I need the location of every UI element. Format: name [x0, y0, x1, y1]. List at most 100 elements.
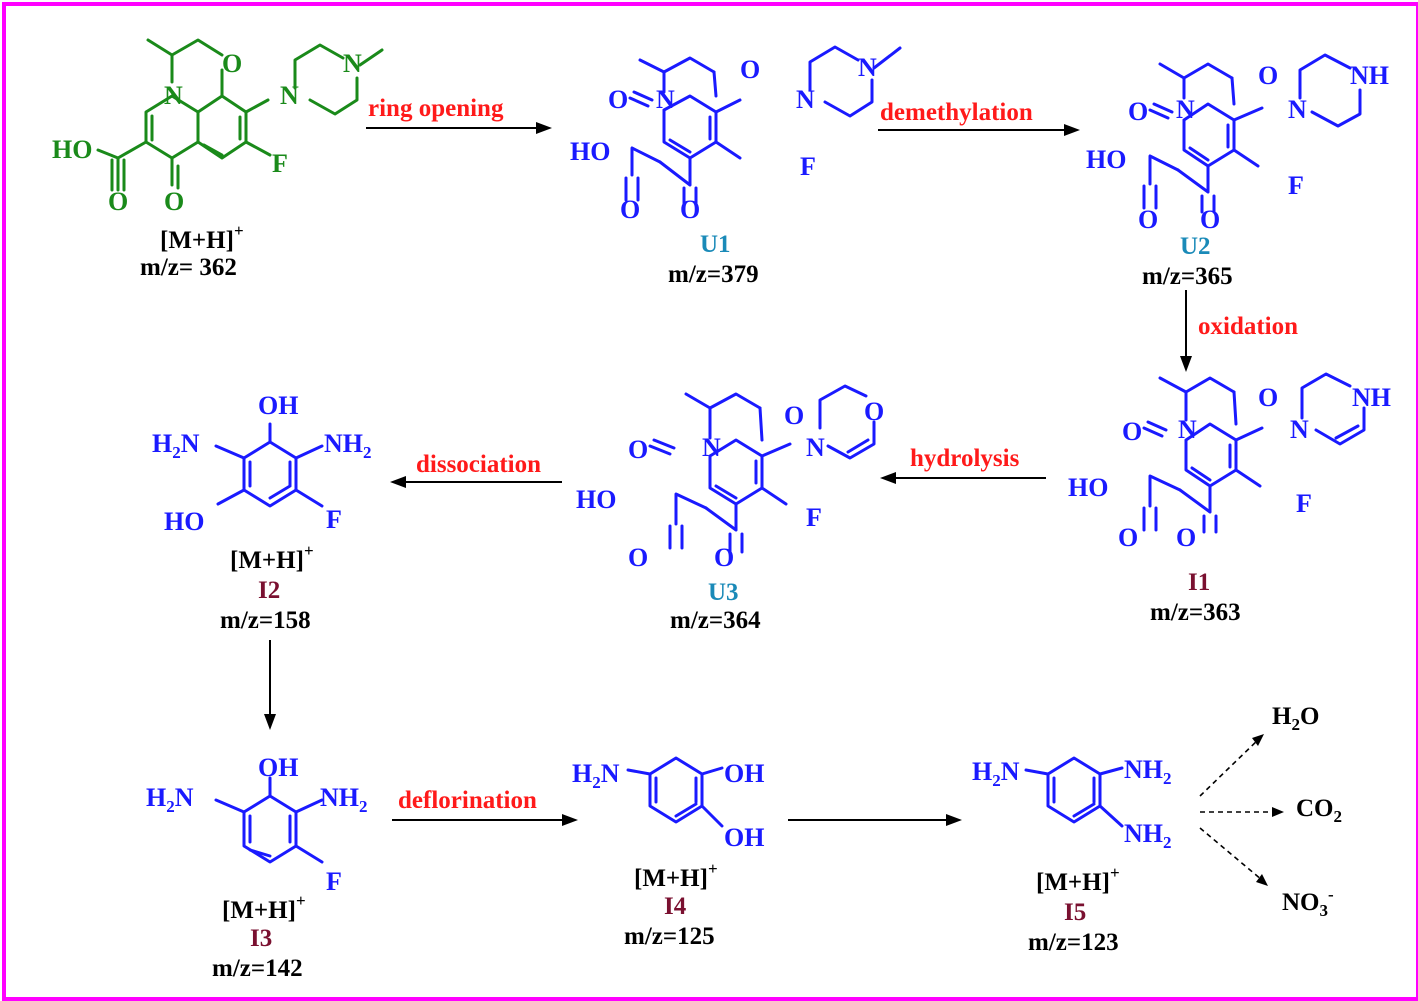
- product-co2: CO2: [1296, 795, 1342, 826]
- i1-structure: O N O N NH HO O O F: [1068, 372, 1391, 552]
- atom-n: N: [806, 433, 825, 462]
- atom-o: O: [608, 85, 628, 114]
- atom-nh2: NH2: [1124, 819, 1172, 852]
- atom-f: F: [1296, 489, 1312, 518]
- atom-n: N: [702, 433, 721, 462]
- compound-i1-label: I1: [1188, 569, 1210, 596]
- compound-u2-mz: m/z=365: [1142, 263, 1233, 290]
- atom-ho: HO: [576, 485, 616, 514]
- compound-u1-label: U1: [700, 231, 731, 258]
- i5-ion: [M+H]+: [1036, 863, 1120, 896]
- arrowhead: [1064, 124, 1080, 136]
- reaction-demethylation: demethylation: [880, 99, 1033, 126]
- compound-u3-mz: m/z=364: [670, 607, 761, 634]
- compound-i2-mz: m/z=158: [220, 607, 311, 634]
- atom-nh: NH: [1352, 383, 1391, 412]
- arrowhead: [880, 472, 896, 484]
- atom-o: O: [628, 435, 648, 464]
- atom-o: O: [628, 543, 648, 572]
- compound-i5-mz: m/z=123: [1028, 929, 1119, 956]
- i2-structure: OH H2N NH2 HO F: [152, 391, 372, 536]
- compound-u1-mz: m/z=379: [668, 261, 759, 288]
- atom-n: N: [858, 53, 877, 82]
- arrowhead: [1252, 734, 1264, 746]
- atom-f: F: [806, 503, 822, 532]
- arrowhead: [1180, 356, 1192, 372]
- u3-structure: O N O N O HO O O F: [576, 384, 884, 572]
- atom-nh2: NH2: [320, 783, 368, 816]
- atom-o: O: [784, 401, 804, 430]
- atom-o: O: [1122, 417, 1142, 446]
- atom-n: N: [1288, 95, 1307, 124]
- atom-f: F: [326, 505, 342, 534]
- atom-o: O: [1138, 205, 1158, 234]
- atom-oh: OH: [258, 391, 298, 420]
- atom-f: F: [800, 152, 816, 181]
- atom-n: N: [1178, 415, 1197, 444]
- atom-nh2: H2N: [146, 783, 194, 816]
- atom-o: O: [1176, 523, 1196, 552]
- atom-nh2: NH2: [1124, 755, 1172, 788]
- atom-n: N: [343, 49, 362, 78]
- atom-ho: HO: [570, 137, 610, 166]
- parent-structure: O N N N HO O O F: [52, 38, 384, 216]
- atom-f: F: [272, 149, 288, 178]
- arrowhead: [264, 714, 276, 730]
- arrowhead: [946, 814, 962, 826]
- atom-o: O: [680, 195, 700, 224]
- atom-ho: HO: [164, 507, 204, 536]
- atom-oh: OH: [724, 823, 764, 852]
- atom-o: O: [1258, 383, 1278, 412]
- parent-mz: m/z= 362: [140, 254, 237, 281]
- arrowhead: [562, 814, 578, 826]
- atom-oh: OH: [258, 753, 298, 782]
- atom-n: N: [280, 81, 299, 110]
- i4-ion: [M+H]+: [634, 859, 718, 892]
- compound-i4-mz: m/z=125: [624, 923, 715, 950]
- atom-n: N: [796, 85, 815, 114]
- atom-o: O: [1200, 205, 1220, 234]
- compound-i3-mz: m/z=142: [212, 955, 303, 982]
- atom-nh2: H2N: [572, 759, 620, 792]
- atom-o: O: [108, 187, 128, 216]
- reaction-dissociation: dissociation: [416, 451, 541, 478]
- atom-ho: HO: [52, 135, 92, 164]
- atom-o: O: [1128, 97, 1148, 126]
- u2-structure: O N O N NH HO O O F: [1086, 53, 1389, 234]
- product-no3: NO3-: [1282, 885, 1334, 920]
- atom-n: N: [1290, 415, 1309, 444]
- compound-i3-label: I3: [250, 925, 272, 952]
- arrowhead: [1256, 874, 1268, 886]
- arrowhead: [390, 476, 406, 488]
- product-h2o: H2O: [1272, 703, 1319, 734]
- atom-o: O: [1118, 523, 1138, 552]
- reaction-hydrolysis: hydrolysis: [910, 445, 1020, 472]
- parent-ion: [M+H]+: [160, 221, 244, 254]
- atom-n: N: [656, 85, 675, 114]
- compound-i4-label: I4: [664, 893, 687, 920]
- compound-i2-label: I2: [258, 577, 280, 604]
- atom-oh: OH: [724, 759, 764, 788]
- arrow-to-no3: [1199, 827, 1263, 881]
- atom-o: O: [864, 397, 884, 426]
- atom-o: O: [740, 55, 760, 84]
- i5-structure: H2N NH2 NH2: [972, 755, 1172, 852]
- atom-nh2: H2N: [972, 757, 1020, 790]
- arrowhead: [536, 122, 552, 134]
- atom-ho: HO: [1086, 145, 1126, 174]
- atom-o: O: [620, 195, 640, 224]
- compound-i5-label: I5: [1064, 899, 1086, 926]
- atom-nh2: H2N: [152, 429, 200, 462]
- atom-o: O: [714, 543, 734, 572]
- reaction-deflorination: deflorination: [398, 787, 537, 814]
- reaction-oxidation: oxidation: [1198, 313, 1298, 340]
- atom-f: F: [1288, 171, 1304, 200]
- atom-ho: HO: [1068, 473, 1108, 502]
- compound-u3-label: U3: [708, 579, 739, 606]
- atom-o: O: [1258, 61, 1278, 90]
- i4-structure: H2N OH OH: [572, 756, 764, 852]
- atom-n: N: [1176, 95, 1195, 124]
- i2-ion: [M+H]+: [230, 541, 314, 574]
- i3-structure: OH H2N NH2 F: [146, 753, 368, 896]
